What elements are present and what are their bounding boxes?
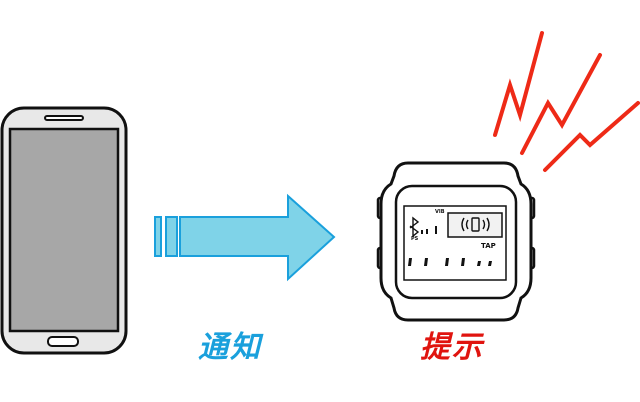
smartphone-icon xyxy=(0,106,128,355)
notification-arrow-icon xyxy=(154,193,336,282)
watch-ps-label: PS xyxy=(411,236,419,242)
phone-vibration-icon xyxy=(461,217,490,232)
smartwatch-icon xyxy=(376,161,536,322)
alert-label: 提示 xyxy=(420,330,484,365)
vibration-zigzag-icon xyxy=(493,31,640,172)
notify-label: 通知 xyxy=(198,330,262,365)
watch-vib-label: VIB xyxy=(435,209,445,215)
watch-tap-label: TAP xyxy=(481,242,496,250)
bluetooth-icon xyxy=(409,216,420,238)
